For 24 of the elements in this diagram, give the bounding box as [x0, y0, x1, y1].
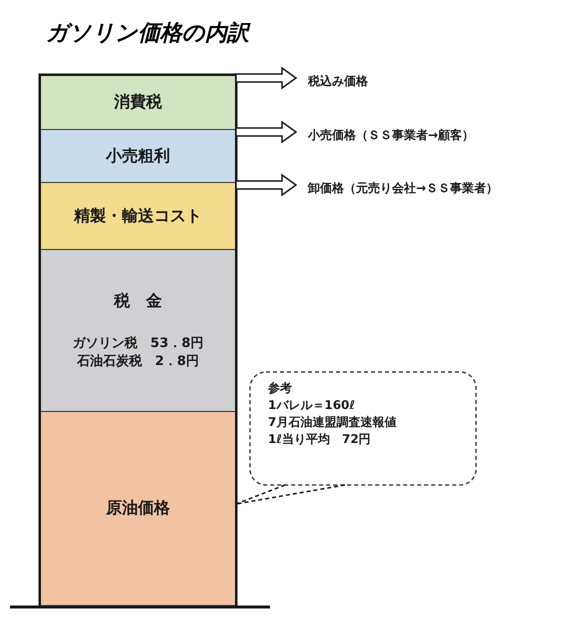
hollow-arrow [235, 174, 298, 196]
band-label: 石油石炭税 2．8円 [76, 353, 200, 370]
diagram-title: ガソリン価格の内訳 [46, 20, 249, 48]
price-label: 税込み価格 [308, 73, 368, 90]
band-label: 小売粗利 [106, 146, 170, 166]
cost-band [41, 76, 235, 130]
cost-band [41, 183, 235, 250]
band-label: 原油価格 [106, 498, 170, 519]
band-label: 消費税 [114, 92, 162, 113]
hollow-arrow [235, 66, 298, 90]
cost-band [41, 250, 235, 412]
note-text: 7月石油連盟調査速報値 [268, 414, 398, 431]
band-label: 精製・輸送コスト [74, 206, 202, 226]
note-text: 1バレル＝160ℓ [268, 397, 356, 414]
band-label: 税 金 [114, 291, 162, 312]
band-label: ガソリン税 53．8円 [72, 335, 204, 352]
cost-band [41, 130, 235, 183]
callout-tail [235, 484, 346, 505]
note-text: 1ℓ当り平均 72円 [268, 431, 372, 448]
cost-band [41, 412, 235, 606]
hollow-arrow [235, 120, 298, 144]
price-label: 卸価格（元売り会社→ＳＳ事業者） [308, 180, 498, 197]
price-label: 小売価格（ＳＳ事業者→顧客） [308, 127, 474, 144]
note-text: 参考 [268, 380, 293, 397]
